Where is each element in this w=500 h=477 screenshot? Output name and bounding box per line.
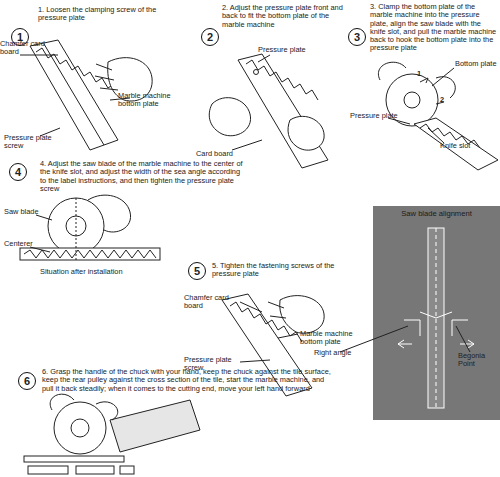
- callout-number: 1: [417, 70, 427, 78]
- part-label: Pressure plate: [350, 112, 410, 120]
- part-label: Centerer: [4, 240, 49, 248]
- part-label: Marble machine bottom plate: [300, 330, 362, 347]
- part-label: Chamfer card board: [184, 294, 242, 311]
- step-number-text: 6: [19, 373, 35, 389]
- part-label: Situation after installation: [40, 268, 150, 276]
- step-text: 4. Adjust the saw blade of the marble ma…: [40, 160, 245, 193]
- alignment-panel: Saw blade alignment: [373, 206, 500, 420]
- part-label: Marble machine bottom plate: [118, 92, 173, 109]
- callout-number: 2: [440, 96, 450, 104]
- step-number: 2: [201, 28, 219, 46]
- part-label: Chamfer card board: [0, 40, 60, 57]
- part-label: Saw blade: [4, 208, 49, 216]
- part-label: Card board: [196, 150, 256, 158]
- step-text: 5. Tighten the fastening screws of the p…: [212, 262, 362, 279]
- step-number-text: 3: [349, 29, 365, 45]
- step-number-text: 5: [189, 263, 205, 279]
- step-number: 4: [9, 163, 27, 181]
- step-number-text: 2: [202, 29, 218, 45]
- step-number: 6: [18, 372, 36, 390]
- panel-title: Saw blade alignment: [373, 206, 500, 219]
- step-number: 5: [188, 262, 206, 280]
- step-number-text: 4: [10, 164, 26, 180]
- part-label: Begonia Point: [458, 352, 500, 369]
- part-label: Pressure plate screw: [4, 134, 59, 151]
- part-label: Pressure plate: [258, 46, 338, 54]
- step6-drawing: [24, 394, 200, 474]
- step-text: 3. Clamp the bottom plate of the marble …: [370, 3, 498, 53]
- step-text: 2. Adjust the pressure plate front and b…: [222, 4, 347, 29]
- part-label: Right angle: [314, 349, 354, 357]
- part-label: Bottom plate: [455, 60, 500, 68]
- part-label: Knife slot: [440, 142, 490, 150]
- step-number: 3: [348, 28, 366, 46]
- step4-drawing: [20, 195, 160, 262]
- step-text: 6. Grasp the handle of the chuck with yo…: [42, 368, 332, 393]
- step-text: 1. Loosen the clamping screw of the pres…: [38, 6, 158, 23]
